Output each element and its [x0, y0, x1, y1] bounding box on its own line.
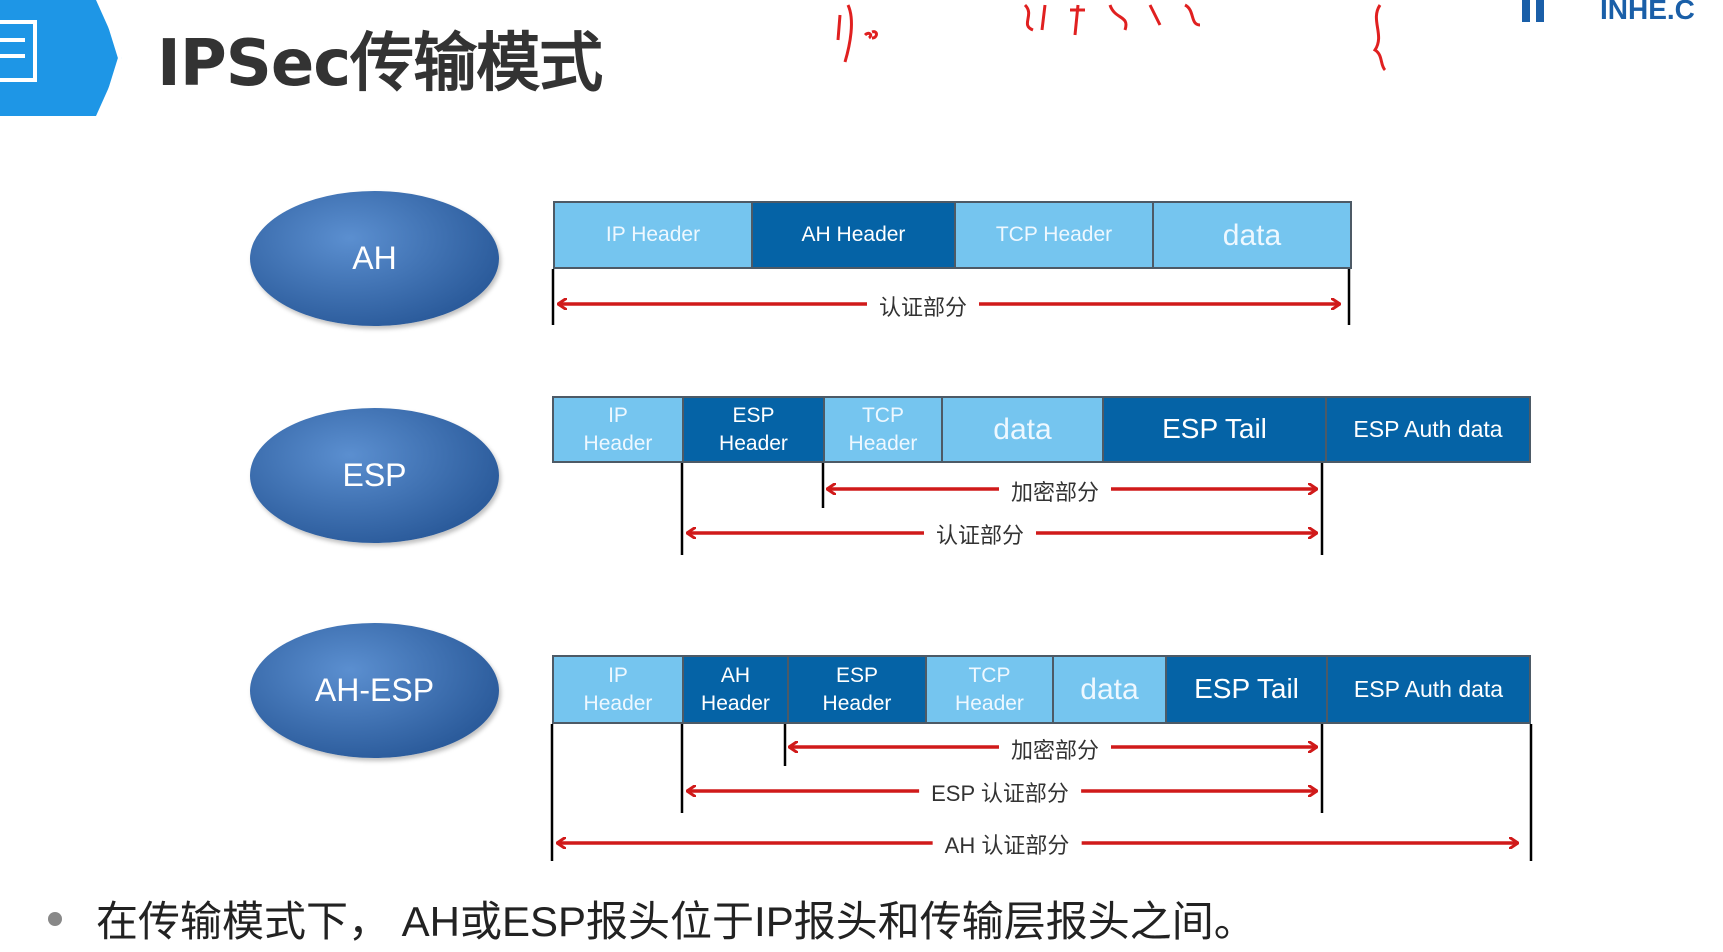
page-title: IPSec传输模式 [157, 27, 603, 101]
field-ah-header: AH Header [682, 655, 789, 724]
field-tcp-header: TCP Header [925, 655, 1054, 724]
note-text: 在传输模式下， AH或ESP报头位于IP报头和传输层报头之间。 [96, 898, 1256, 945]
ah-esp-ah-auth-label: AH 认证部分 [932, 828, 1082, 860]
logo-text: INHE.C [1600, 0, 1695, 25]
ah-auth-label: 认证部分 [866, 290, 980, 322]
field-esp-tail: ESP Tail [1102, 396, 1327, 463]
field-tcp-header: TCP Header [823, 396, 943, 463]
title-badge-icon [0, 0, 122, 116]
mode-ah: AH [250, 191, 499, 326]
ah-esp-esp-auth-label: ESP 认证部分 [919, 776, 1081, 808]
field-esp-header: ESP Header [682, 396, 825, 463]
field-esp-auth-data: ESP Auth data [1326, 655, 1531, 724]
field-ip-header: IP Header [552, 655, 684, 724]
field-data: data [941, 396, 1104, 463]
mode-ah-esp: AH-ESP [250, 623, 499, 758]
logo-icon [1522, 0, 1544, 22]
field-esp-auth-data: ESP Auth data [1325, 396, 1531, 463]
ah-esp-encrypt-label: 加密部分 [998, 733, 1112, 765]
field-ip-header: IP Header [552, 396, 684, 463]
bullet-icon [48, 912, 62, 926]
field-tcp-header: TCP Header [954, 201, 1154, 269]
field-ah-header: AH Header [751, 201, 956, 269]
esp-encrypt-label: 加密部分 [998, 475, 1112, 507]
field-esp-tail: ESP Tail [1165, 655, 1328, 724]
handwritten-annotation [836, 3, 1387, 72]
field-data: data [1152, 201, 1352, 269]
field-data: data [1052, 655, 1167, 724]
esp-auth-label: 认证部分 [923, 518, 1037, 550]
mode-esp: ESP [250, 408, 499, 543]
